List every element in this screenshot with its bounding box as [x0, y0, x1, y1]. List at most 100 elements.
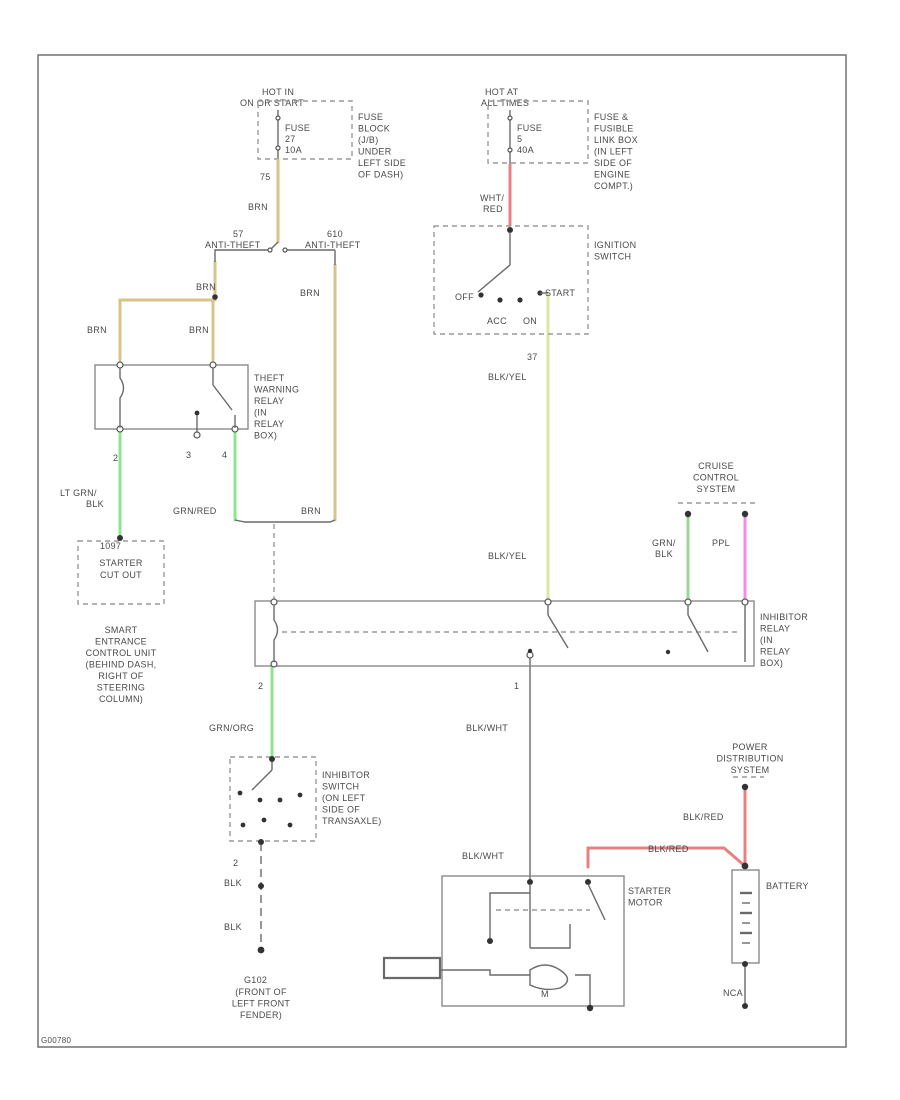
diagram-border [37, 54, 847, 1048]
inhibitor-switch-title-line-5: TRANSAXLE) [322, 816, 382, 826]
inhibitor-relay-title-line-3: (IN [760, 635, 773, 645]
fusible-link-desc-line-3: LINK BOX [594, 135, 638, 145]
ignition-acc-label: ACC [487, 316, 507, 326]
smart-entrance-desc-line-6: STEERING [97, 683, 145, 693]
inhibitor-switch-title-line-3: (ON LEFT [322, 793, 366, 803]
theft-relay-title-line-5: RELAY [254, 419, 284, 429]
fuse-block: HOT IN ON OR START FUSE 27 10A FUSEBLOCK… [240, 87, 406, 180]
wire-label-ppl: PPL [712, 538, 730, 548]
ignition-switch-title: IGNITION SWITCH [594, 240, 636, 262]
wire-label-grnblk-1: GRN/ [652, 538, 676, 548]
fuse-block-outline [257, 100, 353, 160]
wire-label-blkyel-1: BLK/YEL [488, 372, 527, 382]
fuse-block-fuse-amp: 10A [285, 145, 302, 155]
starter-cutout-title: STARTER CUT OUT [99, 558, 142, 580]
wire-label-75: 75 [260, 172, 271, 182]
wire-label-brn-3: BRN [300, 288, 320, 298]
starter-title-line-2: MOTOR [628, 898, 663, 908]
theft-relay-title-line-4: (IN [254, 408, 267, 418]
fusible-link-outline [487, 100, 589, 164]
power-dist-title-line-2: DISTRIBUTION [716, 754, 783, 764]
theft-relay-outline [94, 364, 249, 430]
cruise-title-line-3: SYSTEM [697, 484, 736, 494]
fuse-block-fuse-name: FUSE [285, 123, 310, 133]
fusible-link-fuse-amp: 40A [517, 145, 534, 155]
wire-label-ltgrn-1: LT GRN/ [60, 488, 97, 498]
ignition-title-line-2: SWITCH [594, 252, 631, 262]
fuse-block-desc-line-4: UNDER [358, 147, 392, 157]
ignition-start-label: START [545, 288, 575, 298]
cruise-title-line-2: CONTROL [693, 473, 739, 483]
starter-motor-title: STARTER MOTOR [628, 886, 671, 908]
smart-entrance-desc-line-3: CONTROL UNIT [86, 648, 157, 658]
wire-label-pin-2c: 2 [233, 858, 238, 868]
wire-label-pin-2a: 2 [113, 453, 118, 463]
starter-motor-m: M [541, 989, 549, 999]
fuse-block-hot-label-1: HOT IN [262, 87, 294, 97]
wire-label-grnred: GRN/RED [173, 506, 217, 516]
ignition-title-line-1: IGNITION [594, 240, 636, 250]
fuse-block-desc-line-5: LEFT SIDE [358, 158, 406, 168]
inhibitor-switch-title-line-2: SWITCH [322, 782, 359, 792]
ignition-on-label: ON [523, 316, 537, 326]
ignition-off-label: OFF [455, 292, 474, 302]
ignition-switch: OFF START ACC ON IGNITION SWITCH [433, 225, 636, 335]
anti-theft-right-label: ANTI-THEFT [305, 240, 361, 250]
theft-relay-title-line-2: WARNING [254, 385, 299, 395]
wire-label-ltgrn-2: BLK [86, 499, 104, 509]
inhibitor-relay-title-line-4: RELAY [760, 647, 790, 657]
fusible-link-fuse-num: 5 [517, 134, 522, 144]
starter-cutout-title-line-1: STARTER [99, 558, 142, 568]
figure-id: G00780 [41, 1036, 72, 1045]
starter-motor-outline [441, 875, 625, 1007]
starter-cutout-title-line-2: CUT OUT [100, 570, 142, 580]
wire-label-pin-4: 4 [222, 450, 227, 460]
battery-title: BATTERY [766, 881, 809, 891]
starter-cutout-pin: 1097 [100, 541, 121, 551]
fusible-link-fuse-name: FUSE [517, 123, 542, 133]
anti-theft-left-num: 57 [233, 229, 244, 239]
starter-title-line-1: STARTER [628, 886, 671, 896]
fuse-block-fuse-num: 27 [285, 134, 296, 144]
ignition-switch-outline [433, 225, 589, 335]
smart-entrance-desc-line-4: (BEHIND DASH, [86, 660, 157, 670]
inhibitor-relay-title-line-5: BOX) [760, 658, 783, 668]
ground-desc-line-3: FENDER) [240, 1010, 282, 1020]
fuse-block-desc-line-2: BLOCK [358, 124, 390, 134]
wire-label-blkred-1: BLK/RED [683, 812, 724, 822]
starter-motor: M STARTER MOTOR [382, 875, 671, 1012]
battery: BATTERY NCA [723, 862, 809, 1009]
wire-label-grnblk-2: BLK [655, 549, 673, 559]
wire-blkred [586, 846, 747, 869]
inhibitor-switch-title-line-4: SIDE OF [322, 805, 360, 815]
fusible-link-desc-line-1: FUSE & [594, 112, 628, 122]
battery-outline [731, 869, 760, 964]
fuse-block-desc-line-6: OF DASH) [358, 170, 403, 180]
theft-relay-title-line-3: RELAY [254, 396, 284, 406]
inhibitor-switch-outline [229, 756, 317, 842]
wire-label-blkwht-2: BLK/WHT [462, 851, 504, 861]
cruise-title-line-1: CRUISE [698, 461, 734, 471]
inhibitor-switch-title-line-1: INHIBITOR [322, 770, 370, 780]
smart-entrance-desc-line-5: RIGHT OF [98, 671, 143, 681]
wire-label-pin-2b: 2 [258, 681, 263, 691]
wire-label-brn-2: BRN [196, 282, 216, 292]
smart-entrance-desc-line-1: SMART [105, 625, 138, 635]
wire-label-brn-4: BRN [87, 325, 107, 335]
wire-label-pin-1: 1 [514, 681, 519, 691]
